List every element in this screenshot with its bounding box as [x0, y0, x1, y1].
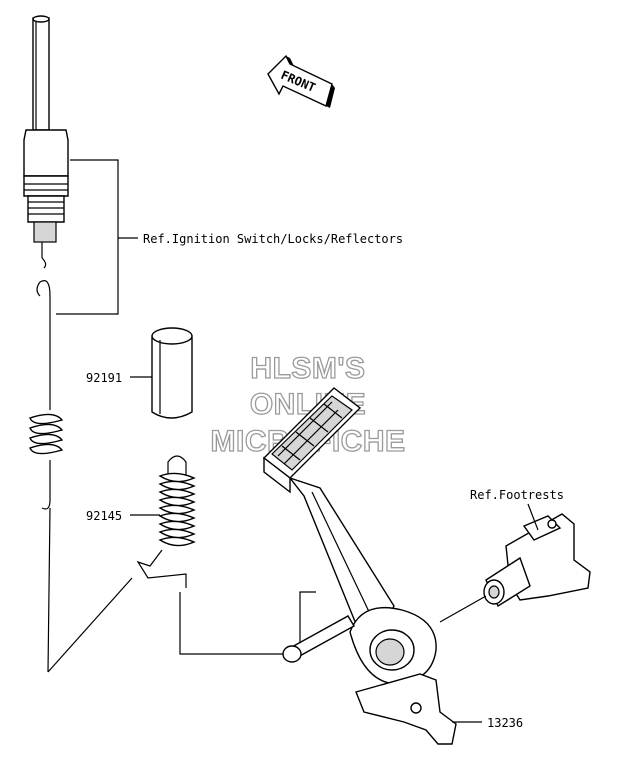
- part-number-13236: 13236: [487, 716, 523, 730]
- ref-ignition-leader: [56, 159, 138, 315]
- footrest-leader: [439, 595, 487, 623]
- brake-light-switch: [23, 15, 69, 269]
- ref-ignition-label: Ref.Ignition Switch/Locks/Reflectors: [143, 232, 403, 246]
- switch-spring-rod: [29, 280, 64, 510]
- brake-pedal-13236: [262, 387, 457, 745]
- watermark-line-1: HLSM'S: [250, 352, 365, 385]
- footrest-bracket: [483, 513, 591, 608]
- part-number-92145: 92145: [86, 509, 122, 523]
- ref-footrests-leader: [527, 503, 539, 531]
- spring-92145: [136, 455, 196, 588]
- part-number-92191: 92191: [86, 371, 122, 385]
- sleeve-92191: [151, 327, 193, 419]
- ref-footrests-label: Ref.Footrests: [470, 488, 564, 502]
- front-arrow: FRONT: [267, 54, 335, 108]
